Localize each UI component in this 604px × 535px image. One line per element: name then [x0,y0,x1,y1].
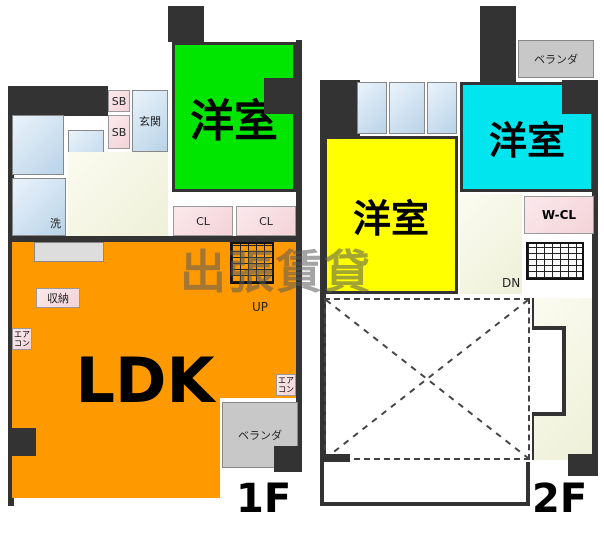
storage[interactable]: 収納 [36,288,80,308]
wall [320,80,326,506]
void-cross-icon [326,300,528,458]
pillar [568,454,598,476]
toilet-2f [357,82,387,134]
veranda-1f: ベランダ [222,402,298,468]
kitchen-counter [34,242,104,262]
aircon-1: エア コン [12,328,32,350]
wall [8,236,302,242]
ldk-label: LDK [75,343,215,417]
ldk-area-lower [12,398,220,498]
pillar [562,80,596,114]
stairs-2f[interactable] [526,242,584,280]
entrance: 玄関 [132,90,168,152]
wall [168,6,204,42]
hallway-2f [460,194,522,294]
closet-1[interactable]: CL [173,206,233,236]
hallway-1f [68,152,168,236]
bath-2f [389,82,425,134]
shower-2f [427,82,457,134]
shoe-box-1[interactable]: SB [108,90,130,112]
wall [592,80,598,470]
western-room-1f: 洋室 [172,42,296,192]
floor-label-2f: 2F [532,476,588,522]
stairs-up-label: UP [252,300,269,314]
pillar [8,428,36,456]
shoe-box-2[interactable]: SB [108,115,130,149]
veranda-2f: ベランダ [518,40,594,78]
pillar [264,78,298,114]
closet-2[interactable]: CL [236,206,296,236]
balcony-outline [320,462,530,506]
walk-in-closet[interactable]: W-CL [524,196,594,234]
aircon-2: エア コン [276,374,296,396]
wall [480,6,516,82]
wall [296,40,302,470]
stairs-1f[interactable] [230,242,274,284]
bathroom [12,115,64,175]
floor-label-1f: 1F [236,476,292,522]
wall [320,80,360,136]
washroom: 洗 [12,178,66,236]
pillar [274,446,302,472]
wall [8,86,108,116]
watermark: 出張賃貸 [180,245,372,299]
western-room-2f-yellow: 洋室 [324,136,458,294]
room-label: 洋室 [190,96,278,147]
corridor-recess [532,326,566,416]
void-area [324,298,530,460]
stairs-dn-label: DN [502,276,521,290]
wall [8,86,14,506]
